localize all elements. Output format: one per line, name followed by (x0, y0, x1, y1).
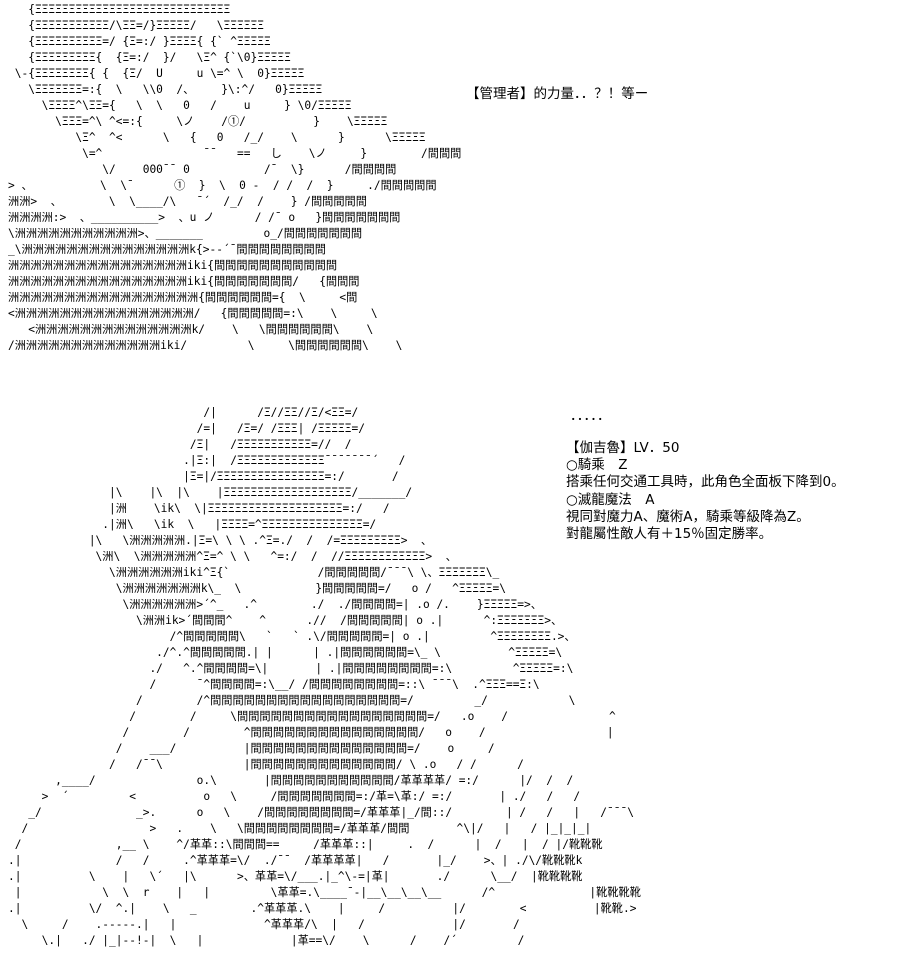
ascii-art-top-line: {ΞΞΞΞΞΞΞΞΞ{ {Ξ=:/ }/ \Ξ^ {`\0}ΞΞΞΞΞ (8, 51, 291, 64)
ascii-art-top-line: 洲洲洲洲洲洲洲洲洲洲洲洲洲洲洲洲洲{間間間間間間={ \ <間 (8, 291, 358, 304)
ascii-art-bottom-line: .| \ | \´ |\ >、革革=\/___.|_^\-=|革| ./ \__… (8, 870, 583, 883)
ascii-art-bottom-line: \洲\ \洲洲洲洲洲^Ξ=^ \ \ ^=:/ / //ΞΞΞΞΞΞΞΞΞΞΞΞ… (8, 550, 457, 563)
ascii-art-bottom-line: .|洲\ \ik \ |ΞΞΞΞ=^ΞΞΞΞΞΞΞΞΞΞΞΞΞΞΞ=/ (8, 518, 377, 531)
ascii-art-top-line: 洲洲> 、 \ \____/\ ¯´ /_/ / } /間間間間間 (8, 195, 367, 208)
ascii-art-bottom: /| /Ξ//ΞΞ//Ξ/<ΞΞ=/ /=| /Ξ=/ /ΞΞΞ| /ΞΞΞΞΞ… (8, 405, 641, 949)
ascii-art-bottom-line: .|Ξ:| /ΞΞΞΞΞΞΞΞΞΞΞΞΞ¯¯¯¯¯¯¯´ / (8, 454, 406, 467)
ascii-art-top-line: {ΞΞΞΞΞΞΞΞΞΞ=/ {Ξ=:/ }ΞΞΞΞ{ {` ^ΞΞΞΞΞ (8, 35, 271, 48)
ascii-art-bottom-line: \洲洲洲洲洲洲>´^_ .^ ./ ./間間間間=| .o /. }ΞΞΞΞΞ=… (8, 598, 542, 611)
ascii-art-bottom-line: \.| ./ |_|--!-| \ | |革==\/ \ / /´ / (8, 934, 525, 947)
ascii-art-top-line: \=^ ¯¯ == し \ノ } /間間間 (8, 147, 462, 160)
ascii-art-bottom-line: / /^間間間間間間間間間間間間間間間間間=/ _/ \ (8, 694, 576, 707)
ascii-art-bottom-line: ,____/ o.\ |間間間間間間間間間間間/革革革革/ =:/ |/ / / (8, 774, 574, 787)
ascii-art-bottom-line: / /¯¯\ |間間間間間間間間間間間間間/ \ .o / / / (8, 758, 524, 771)
caption-administrator-power: 【管理者】的力量．．？！等ー (466, 86, 649, 102)
skill-dragon-slayer-title: ○滅龍魔法 A (566, 491, 655, 508)
caption-ellipsis: ．．．．． (570, 408, 611, 424)
ascii-art-top-line: > 、 \ \¯ ① } \ 0 - / / / } ./間間間間間 (8, 179, 437, 192)
ascii-art-top-line: \洲洲洲洲洲洲洲洲洲洲洲>、_______ o_/間間間間間間間 (8, 227, 363, 240)
ascii-art-bottom-line: | \ \ r | | \革革=.\____¯-|__\__\__\__ /^ … (8, 886, 641, 899)
ascii-art-bottom-line: / / ^間間間間間間間間間間間間間間間/ o / | (8, 726, 614, 739)
ascii-art-bottom-line: \ / .-----.| | ^革革革/\ | / |/ / (8, 918, 520, 931)
ascii-art-top-line: \ΞΞΞΞΞΞΞ=:{ \ \\0 /、 }\:^/ 0}ΞΞΞΞΞ (8, 83, 323, 96)
ascii-art-top: {ΞΞΞΞΞΞΞΞΞΞΞΞΞΞΞΞΞΞΞΞΞΞΞΞΞΞΞΞΞ {ΞΞΞΞΞΞΞΞ… (8, 2, 461, 354)
ascii-art-bottom-line: /=| /Ξ=/ /ΞΞΞ| /ΞΞΞΞΞ=/ (8, 422, 365, 435)
ascii-art-bottom-line: _/ _>. o \ /間間間間間間間間=/革革革|_/間::/ | / / |… (8, 806, 634, 819)
ascii-art-bottom-line: / ¯^間間間間=:\__/ /間間間間間間間間=::\ ¯¯¯\ .^ΞΞΞ=… (8, 678, 540, 691)
ascii-art-top-line: 洲洲洲洲:> 、__________> 、u ノ / /¯ o }間間間間間間間 (8, 211, 401, 224)
skill-riding-title: ○騎乘 Z (566, 457, 628, 474)
ascii-art-bottom-line: /^間間間間間\ ` ` .\/間間間間間=| o .| ^ΞΞΞΞΞΞΞΞ.>… (8, 630, 576, 643)
ascii-art-top-line: {ΞΞΞΞΞΞΞΞΞΞΞ/\ΞΞ=/}ΞΞΞΞΞ/ \ΞΞΞΞΞΞ (8, 19, 264, 32)
ascii-art-bottom-line: \洲洲ik>´間間間^ ^ .// /間間間間間| o .| ^:ΞΞΞΞΞΞΞ… (8, 614, 563, 627)
ascii-art-bottom-line: |洲 \ik\ \|ΞΞΞΞΞΞΞΞΞΞΞΞΞΞΞΞΞΞΞΞ=:/ / (8, 502, 390, 515)
status-panel: 【伽吉魯】LV．50 ○騎乘 Z 搭乘任何交通工具時，此角色全面板下降到0。 ○… (566, 440, 845, 543)
ascii-art-top-line: \-{ΞΞΞΞΞΞΞΞ{ { {Ξ/ U u \=^ \ 0}ΞΞΞΞΞ (8, 67, 305, 80)
ascii-art-bottom-line: |\ \洲洲洲洲洲.|Ξ=\ \ \ .^Ξ=./ / /=ΞΞΞΞΞΞΞΞΞ>… (8, 534, 433, 547)
ascii-art-bottom-line: / / \間間間間間間間間間間間間間間間間間=/ .o / ^ (8, 710, 616, 723)
skill-dragon-slayer-desc-2: 對龍屬性敵人有＋15％固定勝率。 (566, 526, 773, 543)
ascii-art-top-line: <洲洲洲洲洲洲洲洲洲洲洲洲洲洲洲洲/ {間間間間間=:\ \ \ (8, 307, 378, 320)
ascii-art-top-line: <洲洲洲洲洲洲洲洲洲洲洲洲洲洲k/ \ \間間間間間間\ \ (8, 323, 374, 336)
ascii-art-top-line: 洲洲洲洲洲洲洲洲洲洲洲洲洲洲洲洲iki{間間間間間間間/ {間間間 (8, 275, 360, 288)
ascii-art-top-line: /洲洲洲洲洲洲洲洲洲洲洲洲洲iki/ \ \間間間間間間\ \ (8, 339, 403, 352)
ascii-art-bottom-line: ./ ^.^間間間間=\| | .|間間間間間間間間=:\ ^ΞΞΞΞΞ=:\ (8, 662, 574, 675)
ascii-art-bottom-line: /| /Ξ//ΞΞ//Ξ/<ΞΞ=/ (8, 406, 359, 419)
ascii-art-top-line: 洲洲洲洲洲洲洲洲洲洲洲洲洲洲洲洲iki{間間間間間間間間間間間 (8, 259, 338, 272)
ascii-art-bottom-line: \洲洲洲洲洲洲iki^Ξ{` /間間間間間/¯¯¯\ \、ΞΞΞΞΞΞΞ\_ (8, 566, 500, 579)
ascii-art-top-line: _\洲洲洲洲洲洲洲洲洲洲洲洲洲洲洲k{>--´¯間間間間間間間間 (8, 243, 326, 256)
status-name-level: 【伽吉魯】LV．50 (566, 440, 680, 456)
ascii-art-top-line: {ΞΞΞΞΞΞΞΞΞΞΞΞΞΞΞΞΞΞΞΞΞΞΞΞΞΞΞΞΞ (8, 3, 231, 16)
ascii-art-bottom-line: ./^.^間間間間間.| | | .|間間間間間間=\_ \ ^ΞΞΞΞΞ=\ (8, 646, 563, 659)
ascii-art-bottom-line: .| \/ ^.| \ _ .^革革革.\ | / |/ < |靴靴.> (8, 902, 637, 915)
ascii-art-bottom-line: / ___/ |間間間間間間間間間間間間間間=/ o / (8, 742, 495, 755)
ascii-art-bottom-line: |Ξ=|/ΞΞΞΞΞΞΞΞΞΞΞΞΞΞΞΞ=:/ / (8, 470, 399, 483)
ascii-art-bottom-line: > ´ < o \ /間間間間間間間=:/革=\革:/ =:/ | ./ / / (8, 790, 581, 803)
skill-dragon-slayer-desc-1: 視同對魔力A、魔術A，騎乘等級降為Z。 (566, 508, 810, 525)
ascii-art-bottom-line: / ,__ \ ^/革革::\間間間== /革革革::| . / | / | /… (8, 838, 603, 851)
ascii-art-bottom-line: |\ |\ |\ |ΞΞΞΞΞΞΞΞΞΞΞΞΞΞΞΞΞΞΞ/_______/ (8, 486, 413, 499)
ascii-art-top-line: \ΞΞΞΞ^\ΞΞ={ \ \ 0 / u } \0/ΞΞΞΞΞ (8, 99, 352, 112)
skill-riding-desc: 搭乘任何交通工具時，此角色全面板下降到0。 (566, 474, 845, 491)
ascii-art-bottom-line: .| / / .^革革革=\/ ./¯¯ /革革革革| / |_/ >、| ./… (8, 854, 583, 867)
ascii-art-bottom-line: \洲洲洲洲洲洲洲k\_ \ }間間間間間=/ o / ^ΞΞΞΞΞ=\ (8, 582, 506, 595)
ascii-art-bottom-line: / > . \ \間間間間間間間間=/革革革/間間 ^\|/ | / |_|_|… (8, 822, 592, 835)
ascii-art-top-line: \ΞΞΞ=^\ ^<=:{ \ノ /①/ } \ΞΞΞΞΞ (8, 115, 388, 128)
ascii-art-top-line: \Ξ^ ^< \ { 0 /_/ \ } \ΞΞΞΞΞ (8, 131, 426, 144)
ascii-art-bottom-line: /Ξ| /ΞΞΞΞΞΞΞΞΞΞΞ=// / (8, 438, 352, 451)
ascii-art-top-line: \/ 000¯¯ 0 /¯ \} /間間間間 (8, 163, 397, 176)
